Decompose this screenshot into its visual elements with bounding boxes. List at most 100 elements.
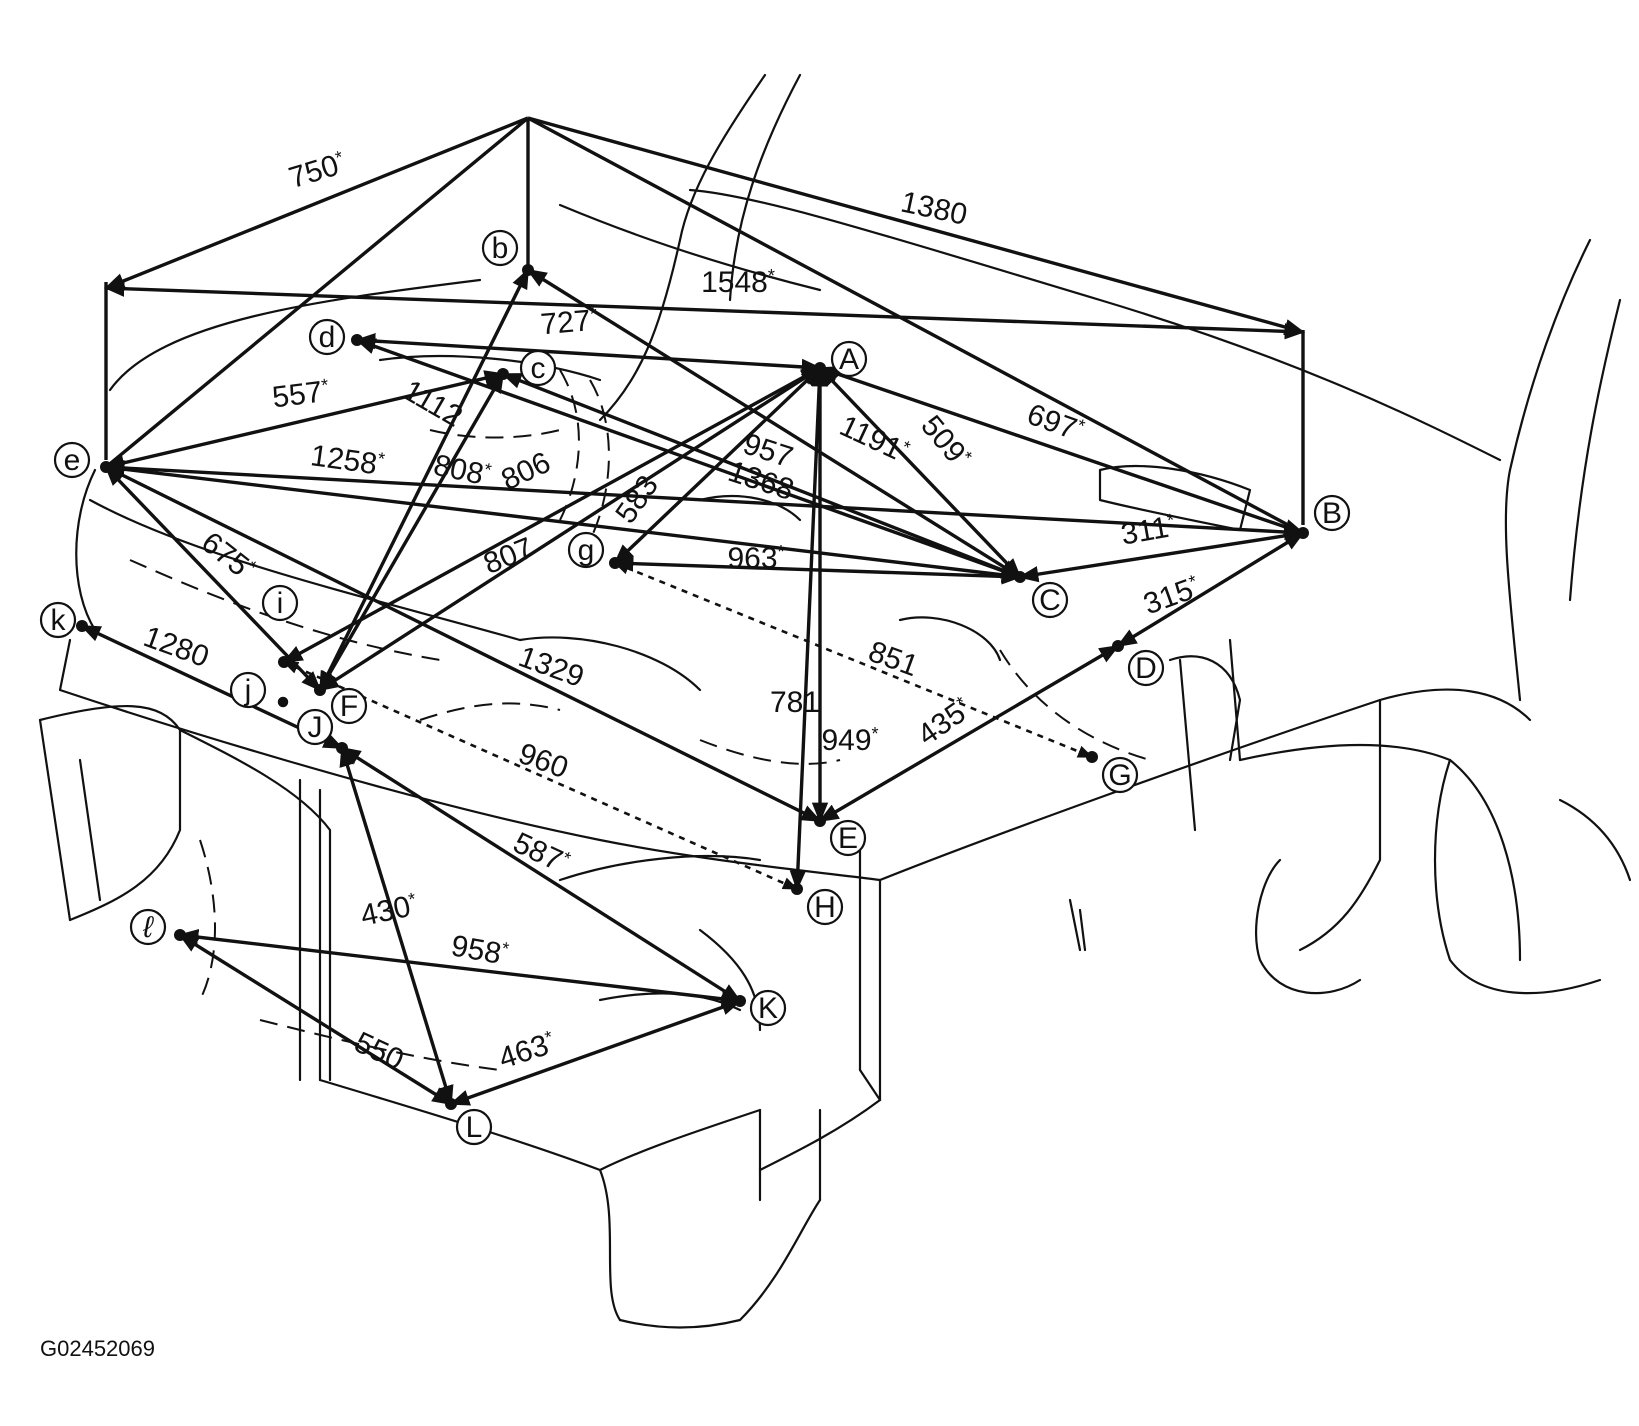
label-circle [1031, 581, 1069, 619]
dimension-star: * [956, 448, 976, 466]
point-label-j: j [229, 671, 267, 709]
label-text: L [466, 1111, 483, 1144]
dimension-label-675: 675* [195, 526, 260, 587]
dimension-star: * [1074, 415, 1087, 436]
dimension-star: * [407, 889, 418, 910]
measurement-line-D-B [1116, 531, 1305, 648]
measurement-line-J-K [340, 746, 742, 1003]
label-circle [829, 819, 867, 857]
reference-point-g [609, 557, 621, 569]
point-label-C: C [1031, 581, 1069, 619]
measurement-line-e-F [104, 465, 322, 692]
dimension-label-960: 960 [514, 737, 572, 785]
point-label-b: b [481, 229, 519, 267]
point-label-D: D [1127, 649, 1165, 687]
label-circle [1313, 494, 1351, 532]
dimension-label-949: 949* [821, 724, 878, 757]
dimension-label-557: 557* [271, 375, 332, 415]
label-circle [53, 441, 91, 479]
point-label-g: g [567, 531, 605, 569]
reference-point-k [76, 620, 88, 632]
label-text: G [1108, 759, 1131, 792]
reference-point-C [1014, 571, 1026, 583]
label-text: B [1322, 497, 1342, 530]
dimension-star: * [768, 266, 775, 286]
measurement-line-overall-width [103, 280, 1306, 340]
reference-point-J [336, 742, 348, 754]
measurement-line-750 [104, 116, 529, 290]
dimension-label-311: 311* [1118, 510, 1178, 552]
reference-point-l [174, 929, 186, 941]
dimension-star: * [1166, 510, 1176, 531]
reference-point-b [522, 264, 534, 276]
label-circle [261, 584, 299, 622]
dimension-label-1280: 1280 [139, 620, 213, 674]
measurement-line-c-F [318, 372, 505, 692]
reference-point-E [814, 815, 826, 827]
label-text: F [340, 690, 358, 723]
label-text: ℓ [142, 911, 154, 944]
label-circle [455, 1108, 493, 1146]
point-label-e: e [53, 441, 91, 479]
point-label-l: ℓ [129, 908, 167, 946]
reference-point-F [314, 684, 326, 696]
reference-point-e [100, 461, 112, 473]
measurement-line-L-K [449, 999, 742, 1106]
point-label-F: F [330, 687, 368, 725]
measurement-line-A-i [282, 366, 822, 664]
dimension-star: * [559, 848, 574, 869]
measurement-line-A-B [818, 366, 1305, 535]
dimension-star: * [1186, 571, 1199, 592]
reference-point-L [445, 1098, 457, 1110]
dimension-label-781: 781 [770, 686, 820, 719]
label-circle [749, 989, 787, 1027]
dimension-label-1112: 1112 [398, 374, 468, 434]
label-circle [1127, 649, 1165, 687]
point-label-K: K [749, 989, 787, 1027]
label-text: e [64, 444, 81, 477]
dimension-star: * [500, 938, 510, 959]
dimension-label-807: 807 [479, 532, 538, 581]
dimension-label-750: 750* [285, 147, 349, 195]
point-label-i: i [261, 584, 299, 622]
label-text: d [319, 321, 336, 354]
label-text: H [814, 891, 836, 924]
label-circle [1101, 756, 1139, 794]
measurement-line-e-E [104, 465, 822, 823]
dimension-label-587: 587* [508, 826, 574, 880]
label-circle [330, 687, 368, 725]
label-text: k [51, 604, 67, 637]
point-label-k: k [39, 601, 77, 639]
label-text: A [839, 343, 859, 376]
label-circle [806, 888, 844, 926]
label-text: K [758, 992, 778, 1025]
dimension-label-1548: 1548* [701, 266, 775, 299]
measurement-line-D-E [818, 644, 1120, 823]
reference-point-G [1086, 751, 1098, 763]
dimension-star: * [899, 437, 914, 458]
label-text: D [1135, 652, 1157, 685]
reference-point-i [278, 656, 290, 668]
measurement-line-l-L [178, 933, 453, 1106]
point-label-c: c [519, 349, 557, 387]
reference-point-d [351, 334, 363, 346]
reference-point-D [1112, 640, 1124, 652]
label-circle [481, 229, 519, 267]
point-label-L: L [455, 1108, 493, 1146]
dimension-label-430: 430* [358, 889, 421, 933]
dimension-star: * [778, 542, 785, 562]
point-label-E: E [829, 819, 867, 857]
label-text: b [492, 232, 509, 265]
point-label-B: B [1313, 494, 1351, 532]
label-text: j [244, 674, 252, 707]
reference-point-K [734, 995, 746, 1007]
dimension-label-435: 435* [912, 692, 978, 752]
dimension-star: * [320, 375, 329, 396]
reference-point-j [277, 696, 289, 708]
reference-points [76, 264, 1309, 1110]
point-label-H: H [806, 888, 844, 926]
dimension-label-1258: 1258* [309, 439, 387, 482]
point-label-G: G [1101, 756, 1139, 794]
